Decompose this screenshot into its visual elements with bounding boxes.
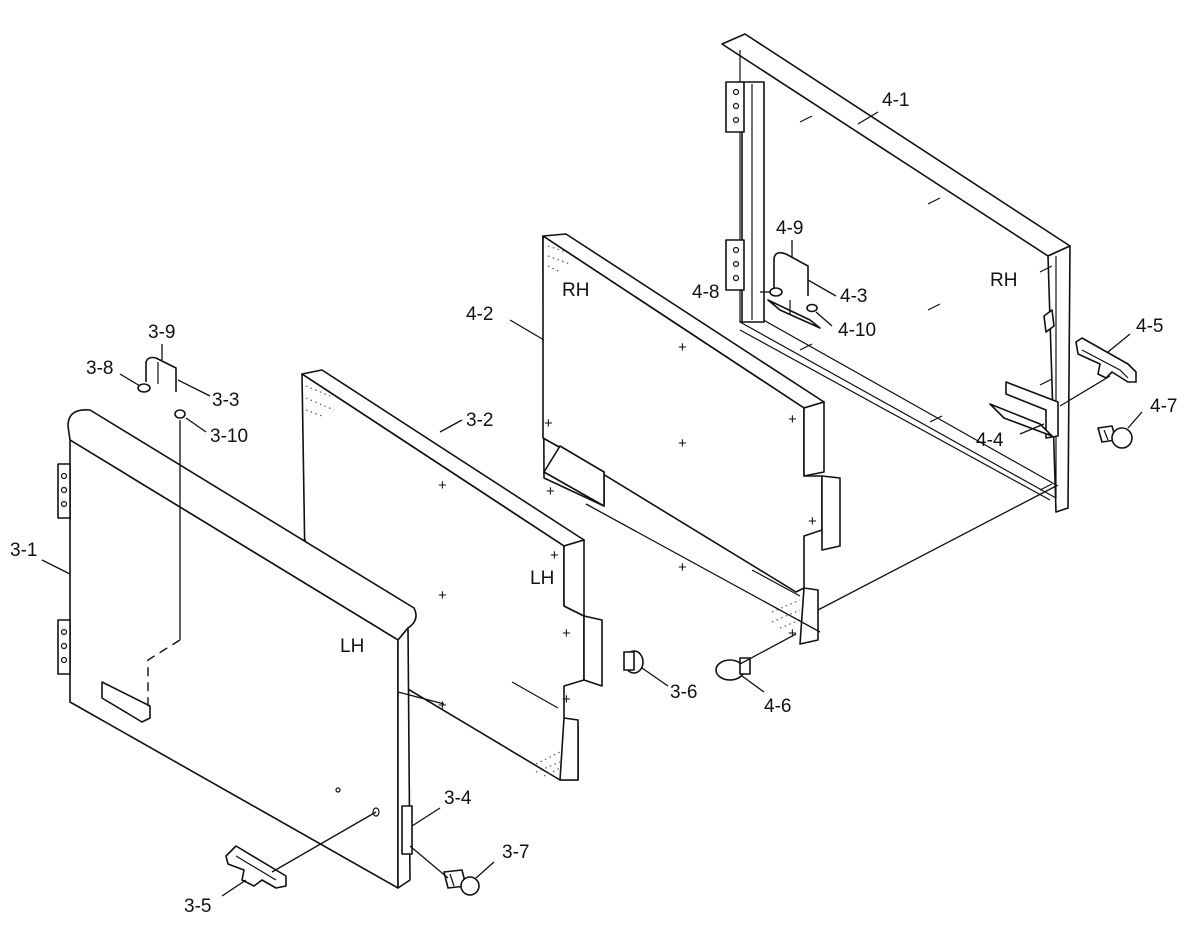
callout-leaders [41, 111, 1143, 897]
callout-4-9: 4-9 [776, 218, 803, 239]
plus-mark: + [788, 411, 797, 428]
callout-4-2: 4-2 [466, 304, 493, 325]
plus-mark: + [678, 339, 687, 356]
callout-3-7: 3-7 [502, 842, 529, 863]
lh-door-3-1 [57, 409, 417, 889]
side-label-rh-frame: RH [990, 270, 1017, 291]
callout-3-3: 3-3 [212, 390, 239, 411]
callout-4-7: 4-7 [1150, 396, 1177, 417]
callout-numbers: 4-1 4-2 4-3 4-4 4-5 4-6 4-7 4-8 4-9 4-10… [10, 90, 1177, 917]
callout-3-5: 3-5 [184, 896, 211, 917]
plus-mark: + [678, 435, 687, 452]
inner-handle-4-3 [767, 251, 821, 329]
washer-3-8 [137, 383, 151, 393]
screw-3-7 [443, 869, 480, 896]
handle-4-5 [1075, 337, 1137, 383]
callout-3-9: 3-9 [148, 322, 175, 343]
plus-mark: + [562, 691, 571, 708]
callout-3-1: 3-1 [10, 540, 37, 561]
washer-3-10 [174, 409, 186, 419]
plus-mark: + [546, 483, 555, 500]
callout-4-3: 4-3 [840, 286, 867, 307]
crosshair-marks: + + + + + + + + + + + + + + [438, 339, 817, 714]
callout-4-10: 4-10 [838, 320, 876, 341]
callout-4-1: 4-1 [882, 90, 909, 111]
side-label-lh-panel: LH [530, 568, 554, 589]
callout-3-2: 3-2 [466, 410, 493, 431]
callout-4-4: 4-4 [976, 430, 1004, 451]
knob-4-6 [715, 657, 751, 681]
assembly-lines [147, 375, 1111, 879]
side-label-rh-panel: RH [562, 280, 589, 301]
lh-panel-3-2 [301, 369, 603, 781]
rh-panel-4-2 [542, 233, 841, 645]
plus-mark: + [544, 415, 553, 432]
callout-4-8: 4-8 [692, 282, 719, 303]
side-label-lh-door: LH [340, 636, 364, 657]
plus-mark: + [678, 559, 687, 576]
plus-mark: + [562, 625, 571, 642]
handle-3-3 [145, 356, 177, 392]
handle-3-5 [225, 845, 287, 889]
callout-3-4: 3-4 [444, 788, 472, 809]
knob-3-6 [623, 650, 644, 674]
screw-4-7 [1097, 425, 1133, 449]
callout-3-8: 3-8 [86, 358, 113, 379]
rh-frame-4-1 [721, 33, 1071, 513]
washer-4-10 [806, 303, 818, 313]
callout-4-6: 4-6 [764, 696, 791, 717]
washer-4-8 [769, 287, 783, 297]
callout-3-10: 3-10 [210, 426, 248, 447]
plus-mark: + [438, 587, 447, 604]
plus-mark: + [788, 625, 797, 642]
plus-mark: + [438, 697, 447, 714]
plus-mark: + [550, 547, 559, 564]
callout-4-5: 4-5 [1136, 316, 1163, 337]
bracket-4-4 [989, 381, 1059, 439]
side-labels: RH RH LH LH [340, 270, 1017, 657]
callout-3-6: 3-6 [670, 682, 697, 703]
plus-mark: + [808, 513, 817, 530]
plus-mark: + [438, 477, 447, 494]
